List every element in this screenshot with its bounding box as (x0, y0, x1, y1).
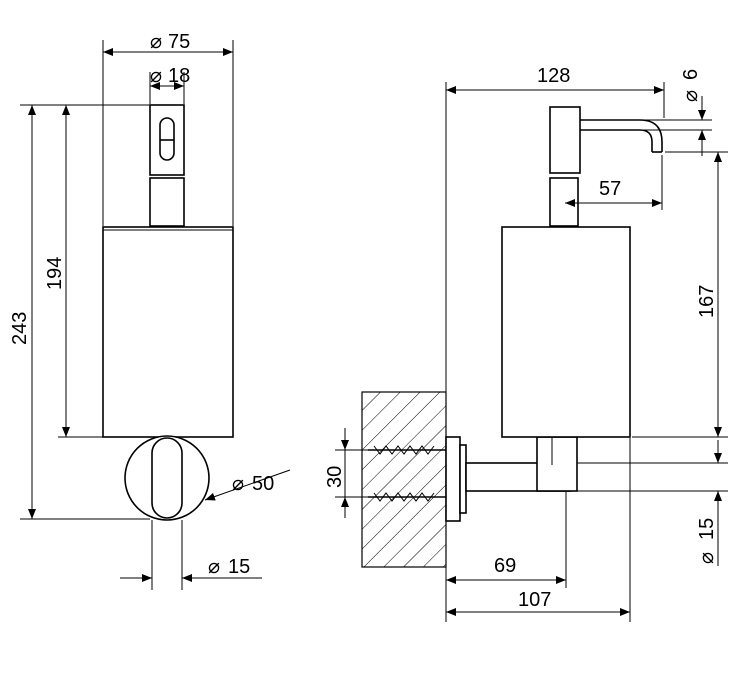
wall-rosette (124, 435, 210, 521)
container-body (102, 226, 234, 438)
pump-stem (149, 177, 185, 227)
front-view: ⌀ 75 ⌀ 18 243 194 ⌀ 50 ⌀ 15 (9, 31, 291, 590)
dim-spout-diameter-symbol: ⌀ (680, 90, 702, 102)
dim-side-arm-diameter: 15 (696, 518, 718, 540)
dim-screw-spacing: 30 (324, 466, 346, 488)
arm-holder (536, 436, 578, 492)
dim-spout-diameter: 6 (680, 69, 702, 80)
dim-overall-height: 243 (9, 312, 31, 345)
dim-overall-depth: 128 (537, 65, 570, 87)
dim-outer-diameter-symbol: ⌀ (150, 31, 162, 53)
dim-outer-diameter: 75 (168, 31, 190, 53)
dim-pump-diameter: 18 (168, 65, 190, 87)
dim-arm-projection: 69 (494, 555, 516, 577)
pump-nozzle (159, 117, 175, 161)
spout (580, 119, 663, 152)
dim-arm-diameter-symbol: ⌀ (208, 556, 220, 578)
wall-section (361, 391, 447, 568)
dim-rosette-diameter: 50 (252, 473, 274, 495)
wall-screws (368, 445, 446, 502)
dim-pump-diameter-symbol: ⌀ (150, 65, 162, 87)
wall-plate (445, 436, 461, 522)
dim-rosette-diameter-symbol: ⌀ (232, 473, 244, 495)
side-container-body (501, 226, 631, 438)
side-pump-stem (549, 177, 579, 227)
dim-body-height: 194 (44, 257, 66, 290)
dim-wall-to-body: 107 (518, 589, 551, 611)
arm-section (151, 437, 183, 519)
dim-arm-diameter: 15 (228, 556, 250, 578)
side-view: 128 ⌀ 6 57 167 30 ⌀ 15 69 (324, 65, 728, 622)
dim-side-arm-diameter-symbol: ⌀ (696, 552, 718, 564)
side-pump-head (549, 106, 581, 174)
dim-spout-height: 167 (696, 285, 718, 318)
dim-spout-reach: 57 (599, 178, 621, 200)
